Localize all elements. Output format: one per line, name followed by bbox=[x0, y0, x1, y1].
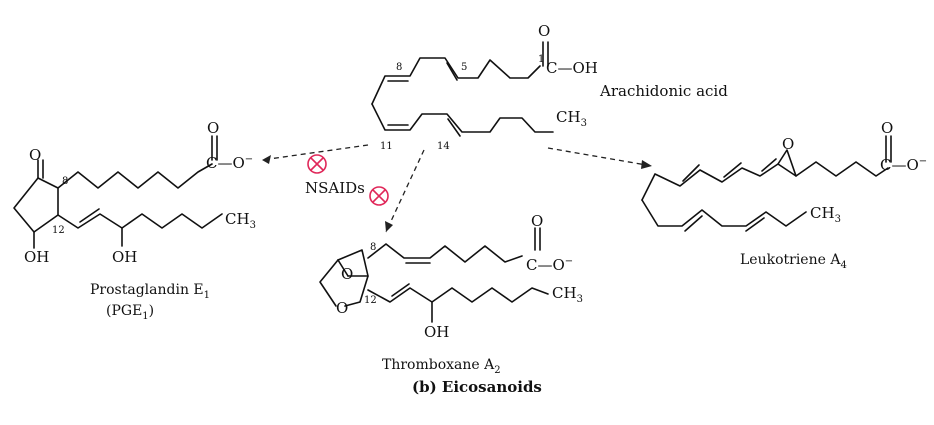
arachidonic-acid-structure bbox=[371, 41, 554, 137]
aa-carbonyl-o: O bbox=[538, 22, 550, 40]
arrow-to-lta4 bbox=[547, 147, 653, 167]
aa-carbon-8: 8 bbox=[396, 62, 402, 73]
txa2-ring-o: O bbox=[336, 299, 348, 317]
lta4-name: Leukotriene A4 bbox=[740, 252, 847, 271]
aa-carbon-5: 5 bbox=[461, 62, 467, 73]
pge1-methyl: CH3 bbox=[225, 210, 256, 231]
nsaid-block-icon-1 bbox=[307, 154, 327, 174]
lta4-carboxylate: C—O− bbox=[880, 156, 927, 174]
aa-carboxyl-label: C—OH bbox=[546, 59, 598, 77]
pge1-carbon-8: 8 bbox=[62, 176, 68, 187]
figure-title: (b) Eicosanoids bbox=[412, 378, 542, 396]
pge1-oh-chain: OH bbox=[112, 248, 137, 266]
arrow-head-txa2 bbox=[385, 221, 393, 232]
aa-name: Arachidonic acid bbox=[599, 82, 728, 100]
arrow-to-txa2 bbox=[385, 149, 425, 233]
aa-carbon-11: 11 bbox=[380, 141, 393, 152]
txa2-structure bbox=[319, 227, 549, 323]
txa2-name: Thromboxane A2 bbox=[382, 357, 501, 376]
lta4-epoxide-o: O bbox=[782, 135, 794, 153]
pge1-oh-ring: OH bbox=[24, 248, 49, 266]
arrow-head-pge1 bbox=[262, 155, 271, 164]
txa2-oh: OH bbox=[424, 323, 449, 341]
pge1-abbreviation: (PGE1) bbox=[106, 303, 154, 322]
pge1-carbonyl-o: O bbox=[207, 119, 219, 137]
lta4-structure bbox=[641, 135, 892, 232]
arrow-head-lta4 bbox=[641, 160, 652, 169]
txa2-carboxylate: C—O− bbox=[526, 256, 573, 274]
nsaids-label: NSAIDs bbox=[305, 179, 365, 197]
txa2-ring-o-bridge: O bbox=[341, 265, 353, 283]
nsaid-block-icon-2 bbox=[369, 186, 389, 206]
aa-methyl: CH3 bbox=[556, 108, 587, 129]
pge1-structure bbox=[13, 135, 223, 249]
txa2-carbon-8: 8 bbox=[370, 242, 376, 253]
txa2-carbonyl-o: O bbox=[531, 212, 543, 230]
pge1-carbon-12: 12 bbox=[52, 225, 65, 236]
pge1-carboxylate: C—O− bbox=[206, 154, 253, 172]
aa-carbon-1: 1 bbox=[538, 54, 544, 65]
txa2-carbon-12: 12 bbox=[364, 295, 377, 306]
lta4-carbonyl-o: O bbox=[881, 119, 893, 137]
lta4-methyl: CH3 bbox=[810, 204, 841, 225]
pge1-name: Prostaglandin E1 bbox=[90, 282, 210, 301]
pge1-ketone-o: O bbox=[29, 146, 41, 164]
txa2-methyl: CH3 bbox=[552, 284, 583, 305]
aa-carbon-14: 14 bbox=[437, 141, 450, 152]
